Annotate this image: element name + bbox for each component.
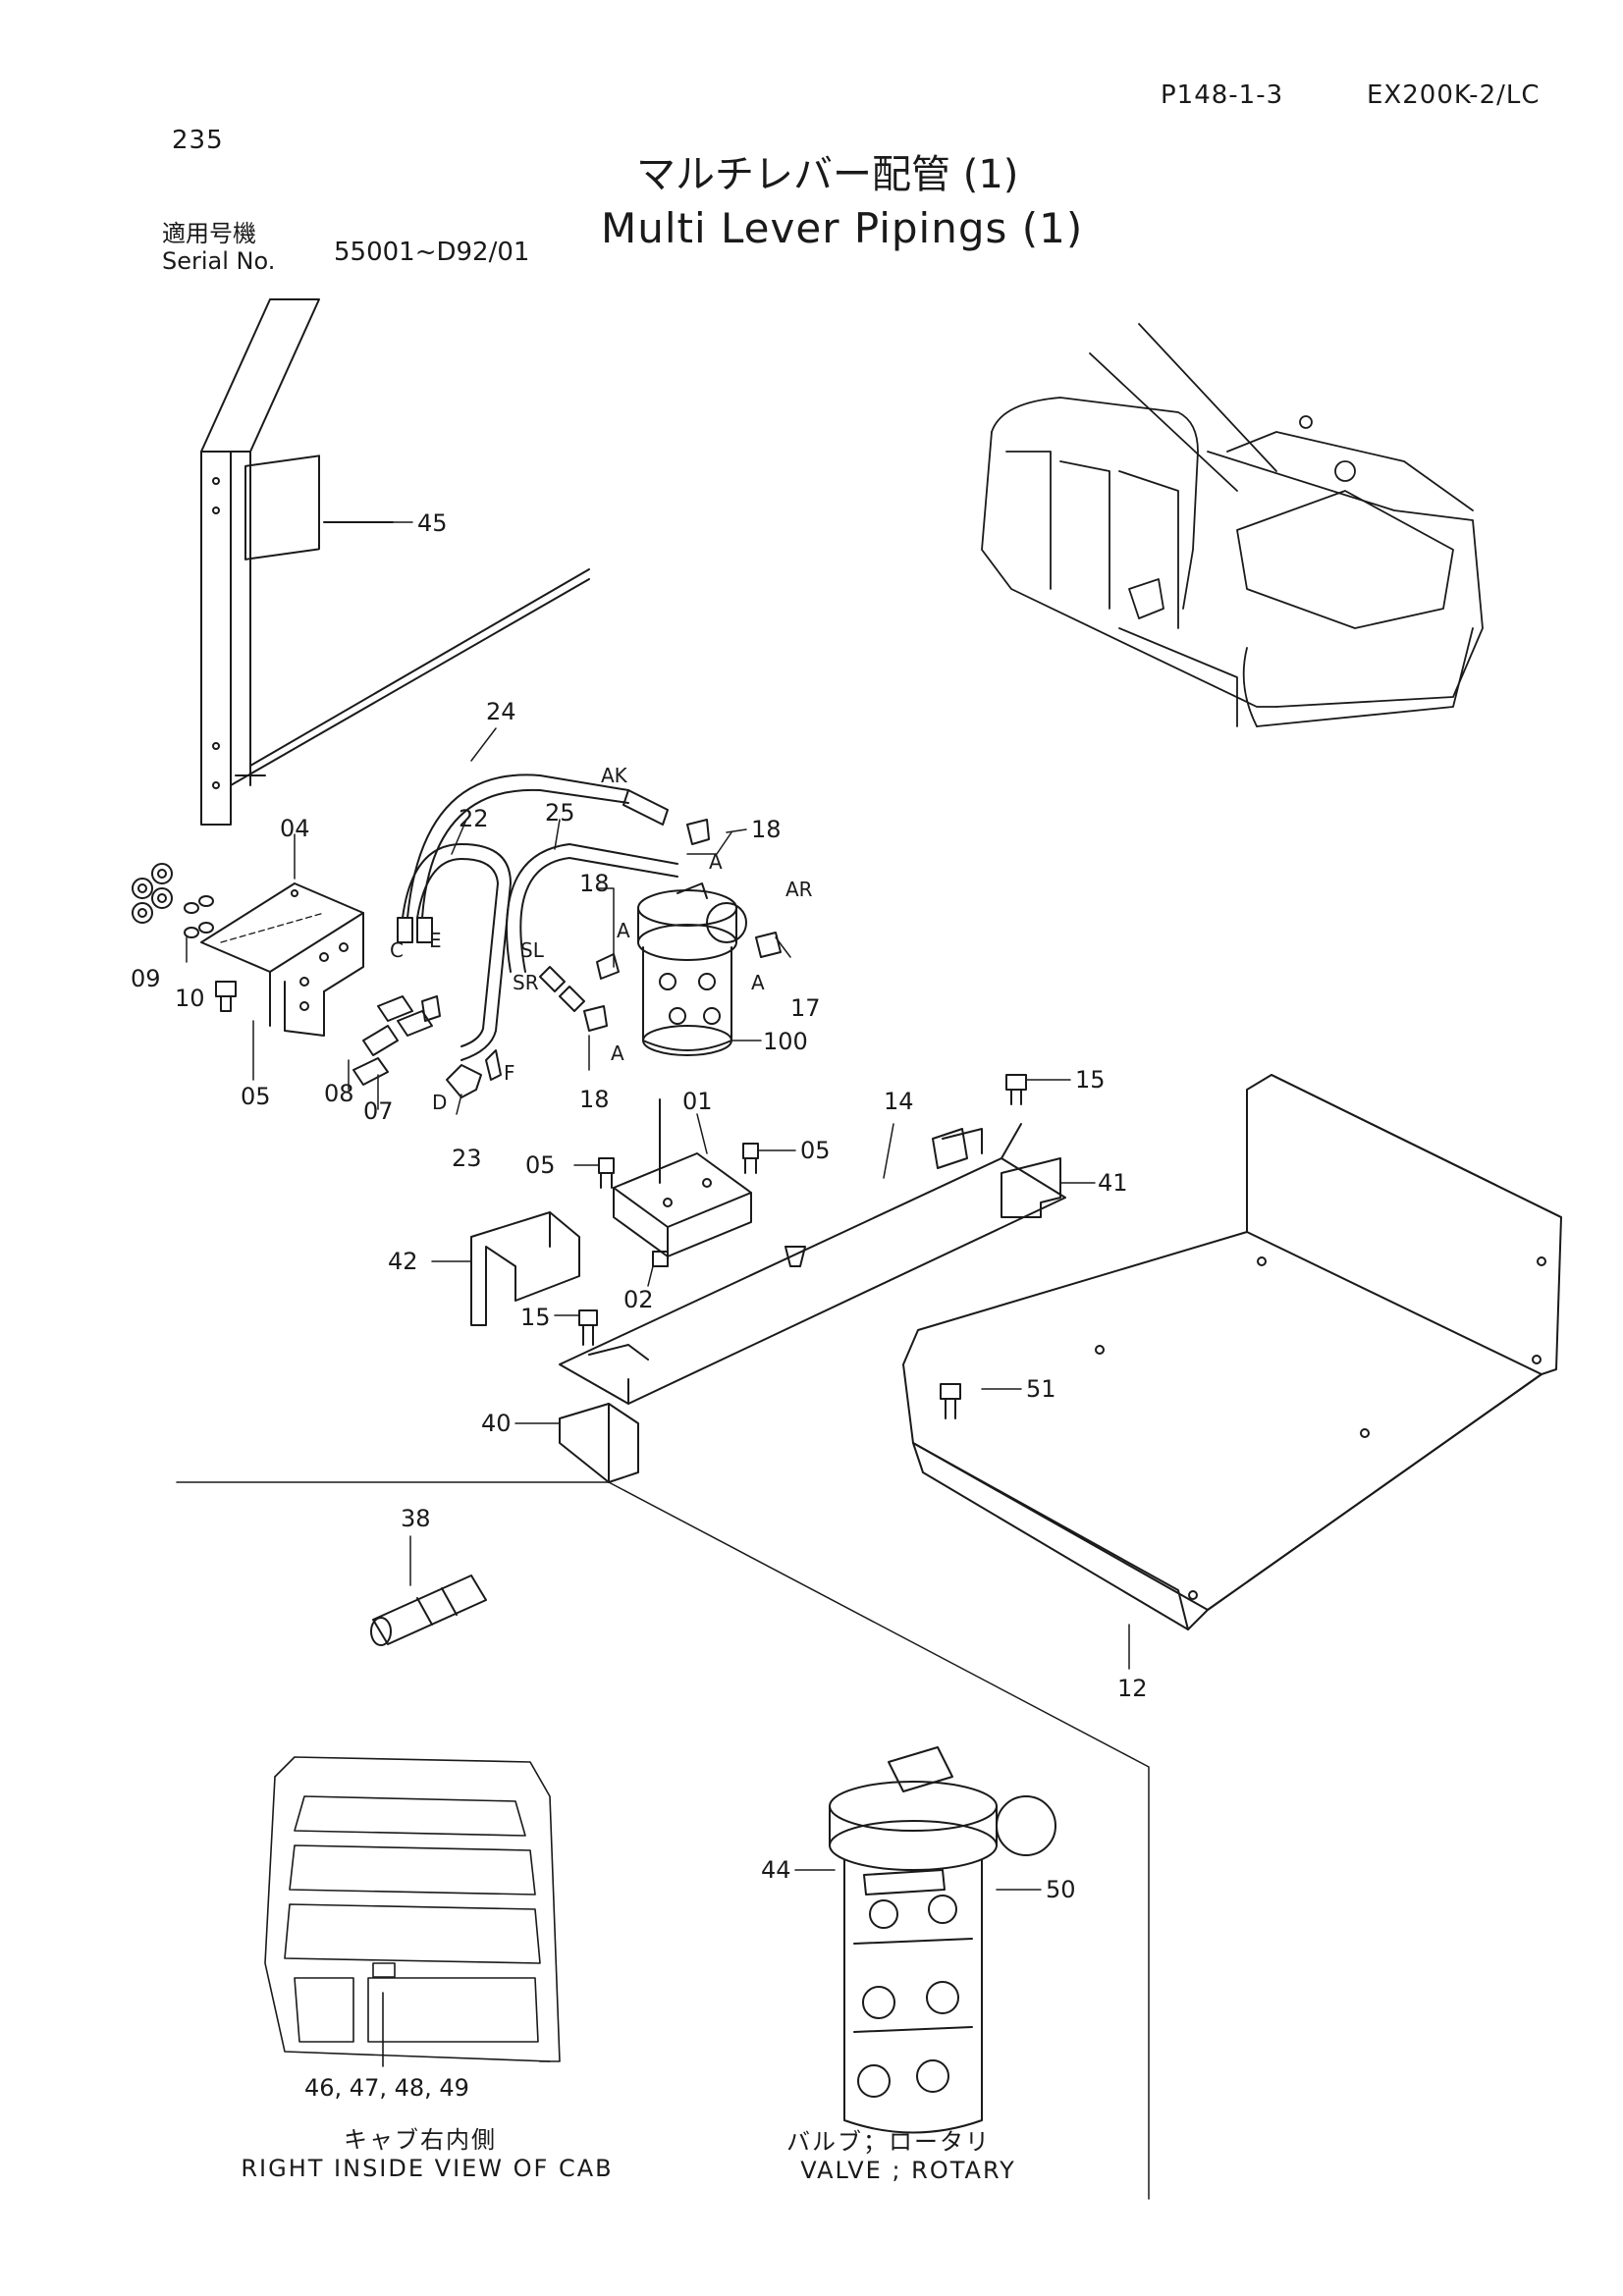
port-label-d: D bbox=[432, 1091, 447, 1114]
callout-51: 51 bbox=[1026, 1375, 1056, 1403]
bracket-42 bbox=[470, 1211, 580, 1326]
callout-15-right: 15 bbox=[1075, 1066, 1106, 1094]
callout-42: 42 bbox=[388, 1248, 418, 1275]
hose-22 bbox=[402, 843, 512, 1061]
valve-caption-japanese: バルブ；ロータリ bbox=[786, 2128, 991, 2156]
port-label-a-right: A bbox=[751, 971, 765, 994]
rail-14 bbox=[559, 1123, 1066, 1405]
cab-wall-panel bbox=[200, 298, 590, 826]
callout-07: 07 bbox=[363, 1097, 394, 1125]
port-label-a-left: A bbox=[617, 919, 630, 942]
callout-08: 08 bbox=[324, 1080, 354, 1107]
valve-caption-english: VALVE ; ROTARY bbox=[800, 2157, 1016, 2184]
floor-tray bbox=[902, 1074, 1562, 1630]
bolt-02 bbox=[652, 1251, 669, 1267]
bolt-51 bbox=[940, 1383, 961, 1419]
hose-fittings bbox=[397, 789, 669, 1012]
callout-18-upper: 18 bbox=[751, 816, 782, 843]
callout-44: 44 bbox=[761, 1856, 791, 1884]
excavator-overview bbox=[981, 323, 1484, 727]
bracket-41 bbox=[932, 1128, 1061, 1218]
callout-17: 17 bbox=[790, 994, 821, 1022]
washers-10 bbox=[184, 895, 214, 938]
callout-05-left: 05 bbox=[241, 1083, 271, 1110]
callout-05-right: 05 bbox=[800, 1137, 831, 1164]
port-label-sr: SR bbox=[513, 971, 539, 994]
callout-09: 09 bbox=[131, 965, 161, 992]
leader-lines bbox=[186, 521, 1130, 1891]
callout-15-left: 15 bbox=[520, 1304, 551, 1331]
serial-label-english: Serial No. bbox=[162, 247, 276, 275]
callout-40: 40 bbox=[481, 1410, 512, 1437]
bracket-40 bbox=[559, 1403, 639, 1483]
callout-cab-parts: 46, 47, 48, 49 bbox=[304, 2074, 469, 2102]
hose-25 bbox=[506, 843, 678, 973]
callout-18-lower: 18 bbox=[579, 1086, 610, 1113]
port-label-ak: AK bbox=[601, 764, 628, 787]
title-english: Multi Lever Pipings (1) bbox=[601, 204, 1084, 252]
pipe-38 bbox=[370, 1575, 487, 1646]
callout-12: 12 bbox=[1117, 1675, 1148, 1702]
callout-01: 01 bbox=[682, 1088, 713, 1115]
port-label-sl: SL bbox=[520, 938, 545, 962]
callout-100: 100 bbox=[763, 1028, 808, 1055]
cab-inside-view bbox=[264, 1756, 561, 2067]
fittings-18-17 bbox=[583, 819, 782, 1032]
bolts-05-top bbox=[598, 1143, 759, 1189]
callout-04: 04 bbox=[280, 815, 310, 842]
callout-41: 41 bbox=[1098, 1169, 1128, 1197]
title-japanese: マルチレバー配管 (1) bbox=[636, 152, 1019, 197]
adapters-07-08 bbox=[352, 995, 441, 1086]
serial-range: 55001~D92/01 bbox=[334, 238, 530, 267]
section-divider bbox=[176, 1481, 1150, 2200]
callout-50: 50 bbox=[1046, 1876, 1076, 1903]
callout-05-middle: 05 bbox=[525, 1151, 556, 1179]
rotary-valve-detail bbox=[829, 1746, 1056, 2134]
serial-label-japanese: 適用号機 bbox=[162, 220, 256, 247]
port-label-c: C bbox=[390, 938, 404, 962]
cab-view-caption-japanese: キャブ右内側 bbox=[344, 2126, 497, 2154]
port-label-a-upper: A bbox=[709, 850, 723, 874]
port-label-a-lower: A bbox=[611, 1041, 624, 1065]
bolts-15 bbox=[578, 1074, 1027, 1346]
callout-10: 10 bbox=[175, 985, 205, 1012]
callout-25: 25 bbox=[545, 799, 575, 827]
bracket-01 bbox=[613, 1098, 752, 1257]
callout-38: 38 bbox=[401, 1505, 431, 1532]
callout-02: 02 bbox=[623, 1286, 654, 1313]
bolt-05-left bbox=[215, 981, 237, 1012]
cab-view-caption-english: RIGHT INSIDE VIEW OF CAB bbox=[241, 2155, 614, 2182]
callout-23: 23 bbox=[452, 1145, 482, 1172]
rotary-valve bbox=[637, 882, 747, 1056]
page-number: 235 bbox=[172, 126, 224, 155]
model-code: EX200K-2/LC bbox=[1367, 80, 1541, 110]
port-label-f: F bbox=[504, 1061, 515, 1085]
document-code: P148-1-3 bbox=[1161, 80, 1284, 110]
nuts-09 bbox=[132, 863, 173, 924]
callout-22: 22 bbox=[459, 805, 489, 832]
hose-23 bbox=[446, 1049, 502, 1098]
port-label-e: E bbox=[429, 929, 442, 952]
port-label-ar: AR bbox=[785, 878, 813, 901]
junction-block bbox=[200, 882, 364, 1037]
callout-24: 24 bbox=[486, 698, 516, 725]
callout-14: 14 bbox=[884, 1088, 914, 1115]
callout-45: 45 bbox=[417, 509, 448, 537]
callout-18-middle: 18 bbox=[579, 870, 610, 897]
